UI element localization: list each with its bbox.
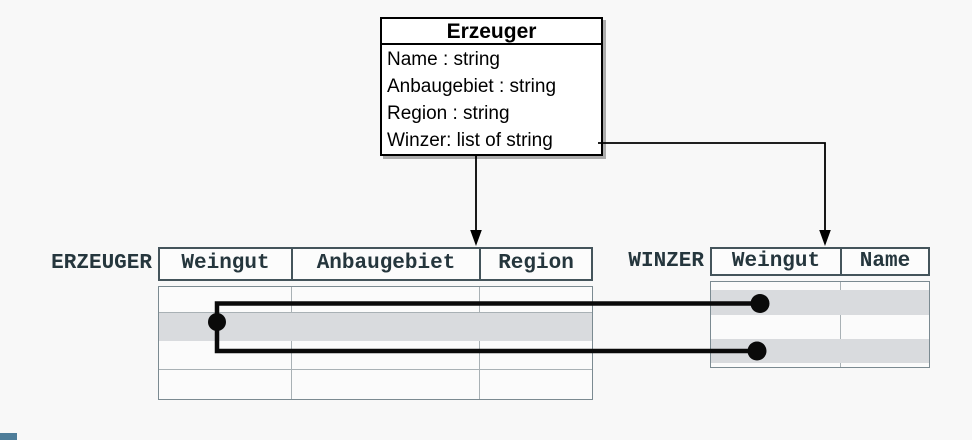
winzer-highlighted-row-1 bbox=[711, 290, 929, 315]
class-attribute-region: Region : string bbox=[387, 103, 510, 124]
column-line bbox=[291, 287, 292, 399]
accent-strip bbox=[0, 433, 17, 440]
class-attribute-anbaugebiet: Anbaugebiet : string bbox=[387, 76, 557, 97]
erzeuger-header-row: Weingut Anbaugebiet Region bbox=[158, 247, 593, 281]
winzer-header-row: Weingut Name bbox=[710, 247, 930, 276]
erzeuger-column-header-region: Region bbox=[498, 252, 574, 275]
winzer-table-label: WINZER bbox=[628, 250, 704, 273]
erzeuger-table-body bbox=[158, 286, 593, 400]
winzer-column-header-name: Name bbox=[859, 250, 911, 273]
row-line bbox=[159, 369, 592, 370]
class-box-erzeuger: Erzeuger Name : string Anbaugebiet : str… bbox=[380, 17, 603, 156]
erzeuger-table-label: ERZEUGER bbox=[51, 252, 152, 275]
erzeuger-column-header-anbaugebiet: Anbaugebiet bbox=[293, 249, 481, 279]
class-attribute-name: Name : string bbox=[387, 49, 500, 70]
arrowhead-down-icon bbox=[819, 230, 831, 246]
class-attribute-winzer: Winzer: list of string bbox=[387, 130, 553, 151]
column-line bbox=[479, 287, 480, 399]
winzer-column-header-weingut: Weingut bbox=[712, 249, 842, 274]
erzeuger-column-header-weingut: Weingut bbox=[160, 249, 293, 279]
arrow-winzer-attr-to-winzer bbox=[598, 142, 826, 232]
erzeuger-highlighted-row bbox=[159, 313, 592, 341]
column-line bbox=[840, 282, 841, 367]
winzer-table-body bbox=[710, 281, 930, 368]
winzer-highlighted-row-2 bbox=[711, 339, 929, 363]
arrowhead-down-icon bbox=[470, 230, 482, 246]
class-box-attribute-list: Name : string Anbaugebiet : string Regio… bbox=[382, 45, 601, 154]
class-box-title: Erzeuger bbox=[382, 19, 601, 45]
